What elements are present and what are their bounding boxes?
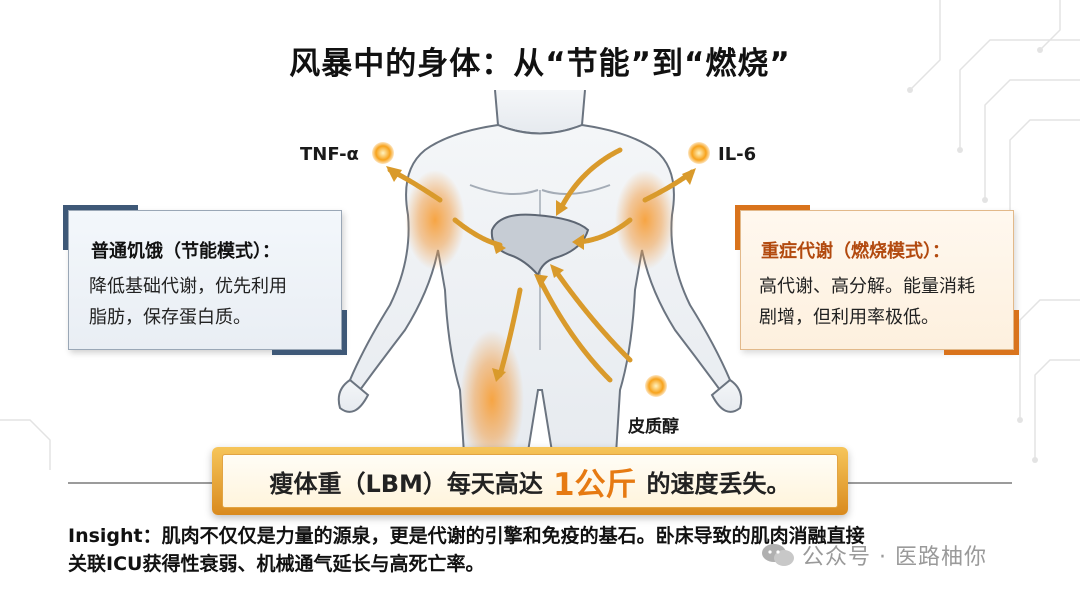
card-title: 重症代谢（燃烧模式）： [761,241,950,262]
insight-text: Insight：肌肉不仅仅是力量的源泉，更是代谢的引擎和免疫的基石。卧床导致的肌… [68,522,1018,578]
card-title: 普通饥饿（节能模式）： [91,241,280,262]
card-normal-starvation: 普通饥饿（节能模式）： 降低基础代谢，优先利用 脂肪，保存蛋白质。 [63,205,347,355]
banner-highlight: 1公斤 [552,466,637,503]
card-corner-decoration [272,310,347,355]
card-body-line: 高代谢、高分解。能量消耗 [759,276,975,297]
hormone-dot-il6-icon [688,142,710,164]
card-critical-metabolism: 重症代谢（燃烧模式）： 高代谢、高分解。能量消耗 剧增，但利用率极低。 [735,205,1019,355]
insight-line: 关联ICU获得性衰弱、机械通气延长与高死亡率。 [68,553,485,575]
body-illustration [337,90,743,470]
lbm-loss-banner: 瘦体重（LBM）每天高达 1公斤 的速度丢失。 [212,447,848,515]
divider-line [848,482,1012,484]
card-body-line: 降低基础代谢，优先利用 [89,276,287,297]
card-body: 降低基础代谢，优先利用 脂肪，保存蛋白质。 [89,271,334,333]
hormone-label-il6: IL-6 [718,144,757,165]
watermark: 公众号 · 医路柚你 [760,539,987,571]
hormone-dot-tnf-icon [372,142,394,164]
banner-suffix: 的速度丢失。 [646,469,791,498]
page-title: 风暴中的身体：从“节能”到“燃烧” [289,46,791,82]
card-body-line: 剧增，但利用率极低。 [759,307,939,328]
hormone-label-cortisol: 皮质醇 [628,417,679,437]
banner-text: 瘦体重（LBM）每天高达 1公斤 的速度丢失。 [222,454,838,508]
card-body-line: 脂肪，保存蛋白质。 [89,307,251,328]
insight-line: Insight：肌肉不仅仅是力量的源泉，更是代谢的引擎和免疫的基石。卧床导致的肌… [68,525,865,547]
divider-line [68,482,212,484]
watermark-text: 公众号 · 医路柚你 [802,545,987,570]
banner-prefix: 瘦体重（LBM）每天高达 [269,469,543,498]
hormone-dot-cortisol-icon [645,375,667,397]
card-corner-decoration [63,205,138,250]
card-corner-decoration [735,205,810,250]
wechat-icon [762,544,794,566]
hormone-label-tnf: TNF-α [300,144,359,165]
card-body: 高代谢、高分解。能量消耗 剧增，但利用率极低。 [759,271,1009,333]
card-corner-decoration [944,310,1019,355]
